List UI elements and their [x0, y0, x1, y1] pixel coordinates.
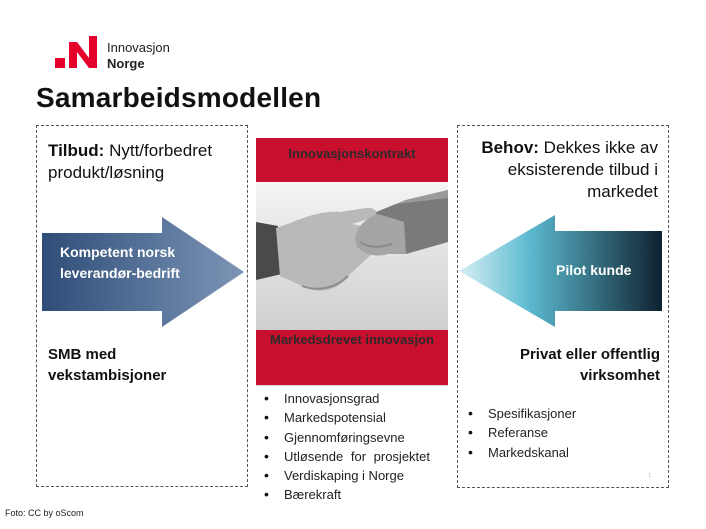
list-item: Gjennomføringsevne	[258, 428, 458, 448]
red-band-bottom	[256, 330, 448, 385]
list-item: Markedskanal	[462, 443, 652, 463]
handshake-icon	[256, 182, 448, 330]
criteria-list: Innovasjonsgrad Markedspotensial Gjennom…	[258, 389, 458, 505]
logo-line-2: Norge	[107, 56, 145, 71]
market-driven-label: Markedsdrevet innovasjon	[270, 332, 434, 347]
innovation-contract-label: Innovasjonskontrakt	[288, 146, 416, 161]
list-item: Utløsende for prosjektet	[258, 447, 458, 467]
need-box	[457, 125, 669, 488]
customer-type-text: Privat eller offentlig virksomhet	[519, 346, 660, 384]
supplier-label: Kompetent norsk leverandør-bedrift	[60, 244, 180, 281]
offer-description: Nytt/forbedret produkt/løsning	[48, 141, 213, 182]
list-item: Referanse	[462, 423, 652, 443]
customer-role-list: Spesifikasjoner Referanse Markedskanal	[462, 404, 652, 462]
list-item: Innovasjonsgrad	[258, 389, 458, 409]
list-item: Bærekraft	[258, 485, 458, 505]
red-band-top	[256, 138, 448, 182]
photo-credit: Foto: CC by oScom	[5, 508, 84, 518]
list-item: Verdiskaping i Norge	[258, 466, 458, 486]
logo-mark-icon	[55, 36, 97, 68]
offer-text: Tilbud: Nytt/forbedret produkt/løsning	[48, 140, 238, 184]
innovasjon-norge-logo: Innovasjon Norge	[55, 34, 170, 74]
smb-text: SMB med vekstambisjoner	[48, 346, 167, 384]
right-arrow-shape	[459, 215, 662, 327]
list-item: Markedspotensial	[258, 408, 458, 428]
left-arrow-shape	[42, 217, 244, 327]
logo-line-1: Innovasjon	[107, 40, 170, 55]
page-title: Samarbeidsmodellen	[36, 82, 322, 113]
need-text: Behov: Dekkes ikke av eksisterende tilbu…	[470, 137, 658, 203]
need-description: Dekkes ikke av eksisterende tilbud i mar…	[507, 138, 658, 201]
logo-text: Innovasjon Norge	[107, 40, 170, 72]
pilot-customer-label: Pilot kunde	[556, 262, 632, 278]
offer-box	[36, 125, 248, 487]
list-item: Spesifikasjoner	[462, 404, 652, 424]
offer-label: Tilbud:	[48, 141, 105, 160]
slide-number: 1	[648, 473, 652, 479]
need-label: Behov:	[481, 138, 539, 157]
